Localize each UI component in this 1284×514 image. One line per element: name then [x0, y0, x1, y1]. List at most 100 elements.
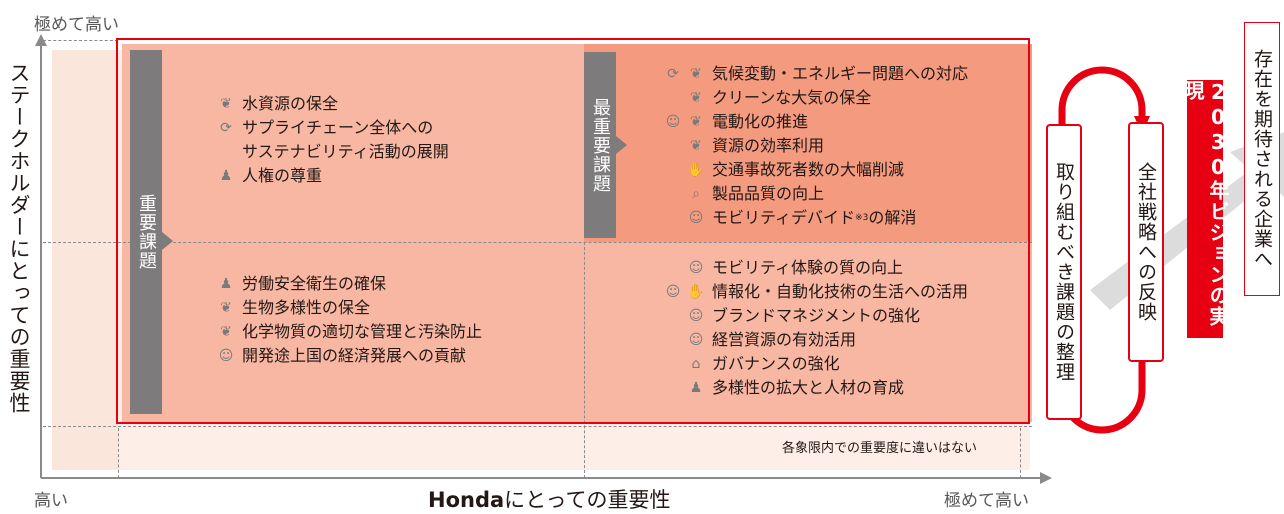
x-axis-low-label: 高い — [34, 491, 68, 511]
list-bottom-left: ♟労働安全衛生の確保❦生物多様性の保全❦化学物質の適切な管理と汚染防止☺開発途上… — [212, 272, 482, 368]
dash-center — [584, 242, 585, 478]
head-icon: ☺ — [688, 210, 704, 226]
list-bottom-right: ☺ モビリティ体験の質の向上☺✋情報化・自動化技術の生活への活用☺ブランドマネジメ… — [650, 256, 968, 400]
leaf-icon: ❦ — [690, 138, 702, 154]
priority-frame — [116, 38, 1030, 424]
item-label: 電動化の推進 — [712, 110, 808, 134]
item-label-text: 開発途上国の経済発展への貢献 — [242, 346, 467, 365]
dash-mid — [43, 242, 1032, 243]
item-label: 製品品質の向上 — [712, 182, 824, 206]
x-axis-high-label: 極めて高い — [944, 491, 1029, 511]
list-item: ☺ モビリティ体験の質の向上 — [650, 256, 968, 280]
y-axis-title: ステークホルダーにとっての重要性 — [7, 62, 31, 414]
item-icons: ☺ — [650, 256, 706, 280]
item-label-text: 製品品質の向上 — [712, 184, 825, 203]
item-label-text: 化学物質の適切な管理と汚染防止 — [242, 322, 483, 341]
head-icon: ☺ — [688, 260, 704, 276]
item-icons: ♟ — [212, 272, 236, 296]
item-icons: ☺ — [650, 206, 706, 230]
item-icons: ❦ — [650, 86, 706, 110]
item-label-suffix: の解消 — [868, 208, 917, 227]
hands-icon: ✋ — [687, 162, 705, 178]
head-icon: ☺ — [665, 114, 681, 130]
item-label-text: サプライチェーン全体への — [242, 118, 434, 137]
item-icons: ☺ — [650, 328, 706, 352]
tab-most-important: 最重要課題 — [584, 52, 616, 238]
building-icon: ⌂ — [691, 356, 701, 372]
item-label-text: 交通事故死者数の大幅削減 — [712, 160, 905, 179]
x-axis-title-rest: にとっての重要性 — [504, 488, 671, 512]
item-label-text: 資源の効率利用 — [712, 136, 825, 155]
dash-left — [118, 428, 119, 478]
goal-expected-company: 存在を期待される企業へ — [1244, 22, 1280, 296]
item-icons: ☺ — [212, 344, 236, 368]
item-label-text: 電動化の推進 — [712, 112, 809, 131]
item-label: 交通事故死者数の大幅削減 — [712, 158, 904, 182]
list-item: ⟳ サプライチェーン全体への — [212, 116, 449, 140]
item-label: 生物多様性の保全 — [242, 296, 370, 320]
head-icon: ☺ — [665, 284, 681, 300]
list-item: ☺ブランドマネジメントの強化 — [650, 304, 968, 328]
list-item: ⟳❦気候変動・エネルギー問題への対応 — [650, 62, 968, 86]
list-top-right: ⟳❦気候変動・エネルギー問題への対応❦クリーンな大気の保全☺❦電動化の推進❦資源… — [650, 62, 968, 230]
item-icons: ☺❦ — [650, 110, 706, 134]
list-item: ☺❦電動化の推進 — [650, 110, 968, 134]
quadrant-top-left-bg — [122, 44, 584, 242]
quadrant-bg-pale — [52, 50, 118, 470]
list-item: ☺✋情報化・自動化技術の生活への活用 — [650, 280, 968, 304]
list-item: ☺ モビリティデバイド※3の解消 — [650, 206, 968, 230]
tab-important-arrow — [162, 232, 173, 250]
dash-bottom — [43, 426, 1032, 427]
head-icon: ☺ — [218, 348, 234, 364]
item-label: 人権の尊重 — [242, 164, 322, 188]
vision-2030: 2030年ビジョンの実現 — [1181, 80, 1230, 338]
people-icon: ♟ — [219, 168, 233, 184]
footnote-mark: ※3 — [855, 213, 869, 223]
cycle-icon: ⟳ — [667, 66, 679, 82]
tab-important: 重要課題 — [130, 50, 162, 414]
item-label: 多様性の拡大と人材の育成 — [712, 376, 904, 400]
list-item: ☺ 開発途上国の経済発展への貢献 — [212, 344, 482, 368]
item-label: ガバナンスの強化 — [712, 352, 840, 376]
item-label: 水資源の保全 — [242, 92, 338, 116]
item-label: サプライチェーン全体への — [242, 116, 433, 140]
item-label: サステナビリティ活動の展開 — [242, 140, 449, 164]
item-label: モビリティ体験の質の向上 — [712, 256, 903, 280]
leaf-icon: ❦ — [690, 114, 702, 130]
item-label: 気候変動・エネルギー問題への対応 — [712, 62, 968, 86]
item-label-text: 多様性の拡大と人材の育成 — [712, 378, 905, 397]
item-icons: ⟳ — [212, 116, 236, 140]
item-icons: ✋ — [650, 158, 706, 182]
item-label: 労働安全衛生の確保 — [242, 272, 386, 296]
item-label-text: 経営資源の有効活用 — [712, 330, 857, 349]
item-label-text: 人権の尊重 — [242, 166, 323, 185]
x-axis-arrow — [1040, 472, 1052, 484]
item-icons: ☺✋ — [650, 280, 706, 304]
item-icons: ❦ — [212, 320, 236, 344]
list-top-left: ❦水資源の保全⟳サプライチェーン全体へのサステナビリティ活動の展開♟人権の尊重 — [212, 92, 449, 188]
dash-right — [1020, 428, 1021, 478]
item-label: 化学物質の適切な管理と汚染防止 — [242, 320, 482, 344]
x-axis-title-brand: Honda — [428, 488, 505, 512]
list-item: ⌕製品品質の向上 — [650, 182, 968, 206]
item-label-text: ガバナンスの強化 — [712, 354, 840, 373]
list-item: ❦クリーンな大気の保全 — [650, 86, 968, 110]
list-item: ❦ 生物多様性の保全 — [212, 296, 482, 320]
item-label-text: 水資源の保全 — [242, 94, 339, 113]
list-item: ❦ 化学物質の適切な管理と汚染防止 — [212, 320, 482, 344]
item-label: モビリティデバイド※3の解消 — [712, 206, 916, 230]
x-axis-title: Hondaにとっての重要性 — [428, 484, 670, 514]
head-icon: ☺ — [688, 308, 704, 324]
leaf-icon: ❦ — [690, 66, 702, 82]
item-label: クリーンな大気の保全 — [712, 86, 871, 110]
quadrant-bottom-left-bg — [122, 242, 584, 422]
item-label-text: 労働安全衛生の確保 — [242, 274, 387, 293]
head-icon: ☺ — [688, 332, 704, 348]
item-label-text: モビリティデバイド — [712, 208, 856, 227]
item-icons: ❦ — [212, 296, 236, 320]
leaf-icon: ❦ — [220, 300, 232, 316]
quadrant-top-right-bg — [584, 44, 1032, 242]
item-icons: ⟳❦ — [650, 62, 706, 86]
item-label-text: 気候変動・エネルギー問題への対応 — [712, 64, 969, 83]
